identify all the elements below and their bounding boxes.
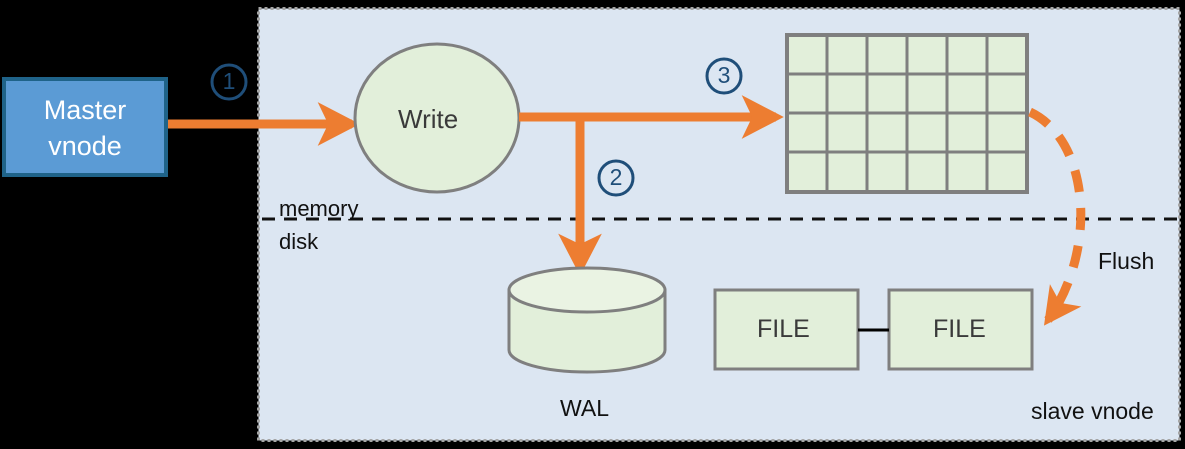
step-marker-1-number: 1 (222, 68, 236, 94)
memory-label: memory (279, 196, 359, 221)
step-marker-1-circle (210, 63, 248, 101)
connector-flush (1027, 107, 1086, 326)
file-box-right-label: FILE (933, 315, 986, 343)
flush-label: Flush (1098, 248, 1155, 274)
master-vnode-label-line1: Master (43, 95, 127, 125)
master-vnode-box (2, 77, 168, 177)
slave-vnode-label: slave vnode (1031, 398, 1154, 424)
memtable-grid (785, 33, 1029, 194)
wal-cylinder (507, 266, 667, 374)
write-node-label: Write (398, 104, 459, 134)
master-vnode-label-line2: vnode (48, 131, 122, 162)
file-box-right (887, 288, 1034, 371)
master-vnode-label: Master vnode (3, 92, 167, 165)
step-marker-2-number: 2 (609, 164, 623, 190)
wal-label: WAL (560, 395, 609, 421)
step-marker-2-circle (597, 159, 635, 197)
step-marker-3-number: 3 (717, 62, 731, 88)
step-marker-3-circle (705, 57, 743, 95)
file-box-left-label: FILE (757, 315, 810, 343)
disk-label: disk (279, 229, 319, 254)
